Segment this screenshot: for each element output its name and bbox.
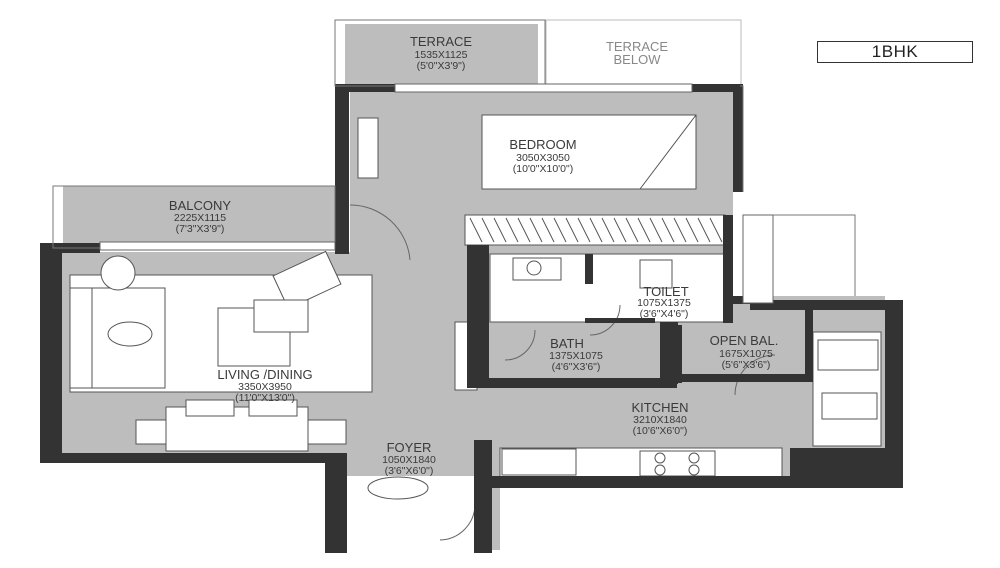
bedroom-dim-mm: 3050X3050	[516, 152, 570, 164]
balcony-dim-mm: 2225X1115	[174, 212, 226, 224]
wall-left-top	[335, 84, 349, 254]
bed-diagonal	[639, 114, 697, 190]
walls	[40, 84, 903, 553]
wall-open-bal-left	[672, 325, 682, 383]
basin-bowl	[526, 260, 542, 276]
bedroom-door-panel	[357, 117, 379, 179]
wall-foyer-right	[474, 440, 492, 553]
wall-foyer-left	[325, 453, 347, 553]
foyer-shoe-rack	[367, 476, 429, 500]
dining-chair-1	[135, 419, 167, 445]
wall-living-left	[40, 243, 62, 457]
balcony-name: BALCONY	[169, 198, 231, 213]
wall-kitchen-top	[678, 374, 813, 382]
wardrobe	[464, 214, 726, 246]
wall-right-bedroom	[733, 84, 743, 192]
washing-machine	[817, 339, 879, 371]
kitchen-dim-mm: 3210X1840	[633, 414, 687, 426]
living-dim-mm: 3350X3950	[238, 381, 292, 393]
furniture	[69, 117, 879, 500]
round-table	[100, 255, 136, 291]
wall-top-bedroom-right	[692, 84, 742, 92]
wall-openbal-divider	[805, 310, 813, 380]
living-name: LIVING /DINING	[217, 367, 312, 382]
bedroom-dim-ft: (10'0"X10'0")	[513, 163, 574, 175]
dining-chair-2	[307, 419, 347, 445]
terrace-floor	[345, 24, 538, 84]
terrace-below-line1: TERRACE	[606, 39, 668, 54]
stove-burners	[654, 452, 700, 476]
unit-type-badge: 1BHK	[817, 41, 973, 63]
wall-toilet-left	[467, 245, 489, 385]
wall-bath-bottom	[467, 378, 677, 388]
balcony-floor	[63, 186, 335, 246]
wall-kitchen-bottom-right	[790, 448, 903, 488]
terrace-below-outline	[740, 85, 744, 192]
wall-kitchen-bottom	[474, 476, 804, 488]
balcony-rail-bottom	[99, 241, 336, 251]
wardrobe-hatch	[469, 217, 723, 243]
terrace-dim-mm: 1535X1125	[415, 49, 468, 61]
terrace-rail-bottom	[394, 83, 693, 93]
wall-shaft	[585, 254, 593, 284]
open-bal-dim-mm: 1675X1075	[719, 348, 773, 360]
open-bal-dim-ft: (5'6"X3'6")	[722, 359, 771, 371]
terrace-below-area	[545, 19, 742, 89]
wall-kitchen-right	[885, 300, 903, 488]
living-dim-ft: (11'0"X13'0")	[235, 392, 295, 404]
terrace-name: TERRACE	[410, 34, 472, 49]
wall-right-toilet	[723, 215, 733, 323]
toilet-dim-ft: (3'6"X4'6")	[640, 308, 689, 320]
toilet-name: TOILET	[643, 284, 688, 299]
balcony-dim-ft: (7'3"X3'9")	[176, 223, 225, 235]
foyer-dim-mm: 1050X1840	[382, 454, 436, 466]
bedroom-name: BEDROOM	[509, 137, 576, 152]
kitchen-dim-ft: (10'6"X6'0")	[633, 425, 688, 437]
terrace-dim-ft: (5'0"X3'9")	[417, 60, 466, 72]
wall-living-bottom	[40, 453, 345, 463]
sofa-back	[69, 287, 93, 389]
wall-toilet-bottom-partial	[585, 318, 655, 323]
kitchen-name: KITCHEN	[631, 400, 688, 415]
door-swings	[349, 204, 776, 541]
railings	[52, 19, 856, 304]
dining-chair-3	[185, 399, 235, 417]
bath-dim-ft: (4'6"X3'6")	[552, 361, 601, 373]
side-table	[253, 299, 309, 333]
side-window	[742, 214, 774, 304]
bath-dim-mm: 1375X1075	[549, 350, 603, 362]
open-area-outline	[773, 214, 856, 296]
wall-top-bedroom-left	[335, 84, 395, 92]
fridge	[501, 448, 577, 476]
kitchen-sink	[821, 392, 878, 420]
terrace-below-line2: BELOW	[614, 52, 662, 67]
dining-chair-4	[248, 399, 298, 417]
stove	[639, 450, 716, 477]
foyer-name: FOYER	[387, 440, 432, 455]
bath-name: BATH	[550, 336, 584, 351]
bedroom-bed	[481, 114, 697, 190]
wc	[639, 259, 673, 289]
toilet-dim-mm: 1075X1375	[637, 297, 691, 309]
wall-open-bal-top	[750, 300, 900, 310]
open-bal-name: OPEN BAL.	[710, 333, 779, 348]
foyer-dim-ft: (3'6"X6'0")	[385, 465, 434, 477]
person-figure	[107, 321, 153, 347]
room-labels: TERRACE 1535X1125 (5'0"X3'9") TERRACE BE…	[169, 34, 778, 477]
tv-unit	[272, 250, 342, 310]
